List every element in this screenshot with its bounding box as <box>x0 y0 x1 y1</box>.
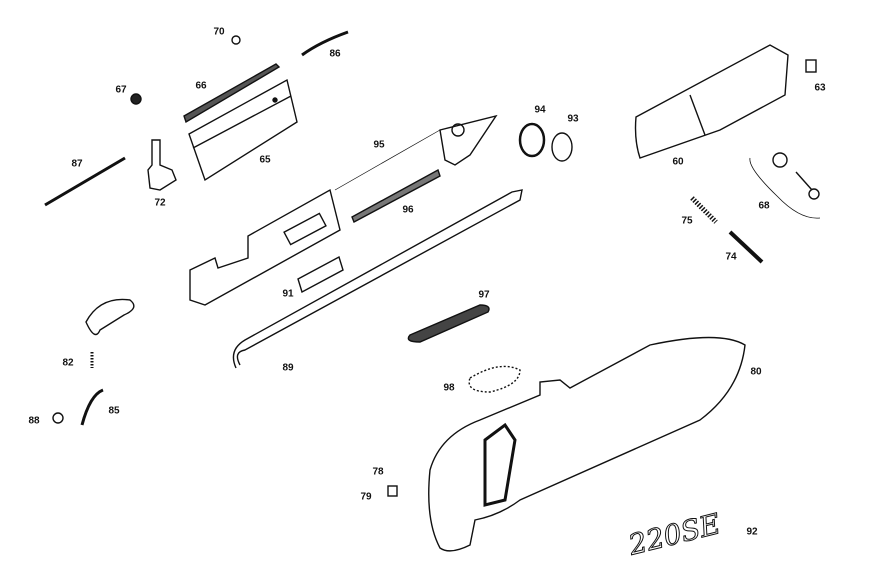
part-68-lock <box>772 152 788 168</box>
part-67-knob <box>130 93 142 105</box>
part-label: 78 <box>372 466 384 478</box>
part-label: 60 <box>672 156 684 168</box>
part-79-clip <box>387 485 398 497</box>
part-label: 82 <box>62 357 74 369</box>
part-97-grille <box>407 304 490 343</box>
part-86-seal <box>301 30 349 57</box>
part-label: 92 <box>746 526 758 538</box>
part-98-speaker <box>468 365 521 393</box>
part-label: 95 <box>373 139 385 151</box>
part-96-rail <box>351 168 441 223</box>
part-80-cover <box>428 336 746 552</box>
part-95-pointer-line <box>334 129 441 191</box>
part-95-end-hole <box>451 123 465 137</box>
part-label: 72 <box>154 197 166 209</box>
part-label: 86 <box>329 48 341 60</box>
part-label: 98 <box>443 382 455 394</box>
part-95-cutout <box>283 212 327 246</box>
part-72-bracket <box>147 139 177 191</box>
part-94-ring <box>518 122 546 158</box>
part-label: 97 <box>478 289 490 301</box>
part-68-key <box>795 171 813 191</box>
part-63-nut <box>805 59 817 73</box>
part-80-recess <box>483 422 517 507</box>
part-66-trim <box>183 63 281 124</box>
part-91-plate <box>297 255 344 294</box>
part-65-hole <box>272 97 278 103</box>
part-70-clip <box>231 35 241 45</box>
part-label: 91 <box>282 288 294 300</box>
part-85-hook <box>80 388 104 426</box>
part-93-bezel <box>551 132 573 162</box>
part-label: 75 <box>681 215 693 227</box>
part-60-glovebox <box>634 44 789 159</box>
part-75-spring <box>690 196 718 224</box>
part-95-end-piece <box>439 114 498 166</box>
part-68-key-head <box>808 188 820 200</box>
part-label: 63 <box>814 82 826 94</box>
part-label: 96 <box>402 204 414 216</box>
part-label: 70 <box>213 26 225 38</box>
part-handle <box>85 298 135 336</box>
part-label: 67 <box>115 84 127 96</box>
part-92-emblem: 220SE <box>624 507 723 562</box>
part-87-strip <box>44 156 126 207</box>
part-89-strip <box>232 189 523 369</box>
part-label: 94 <box>534 104 546 116</box>
part-label: 88 <box>28 415 40 427</box>
part-label: 74 <box>725 251 737 263</box>
part-95-dash-panel <box>189 188 341 306</box>
part-label: 85 <box>108 405 120 417</box>
part-74-pin <box>728 230 764 264</box>
part-label: 68 <box>758 200 770 212</box>
part-label: 87 <box>71 158 83 170</box>
part-88-grommet <box>52 412 64 424</box>
part-label: 65 <box>259 154 271 166</box>
part-label: 80 <box>750 366 762 378</box>
part-label: 66 <box>195 80 207 92</box>
part-label: 93 <box>567 113 579 125</box>
part-label: 79 <box>360 491 372 503</box>
part-label: 89 <box>282 362 294 374</box>
part-68-bracket <box>749 157 821 219</box>
part-65-panel <box>188 78 298 182</box>
